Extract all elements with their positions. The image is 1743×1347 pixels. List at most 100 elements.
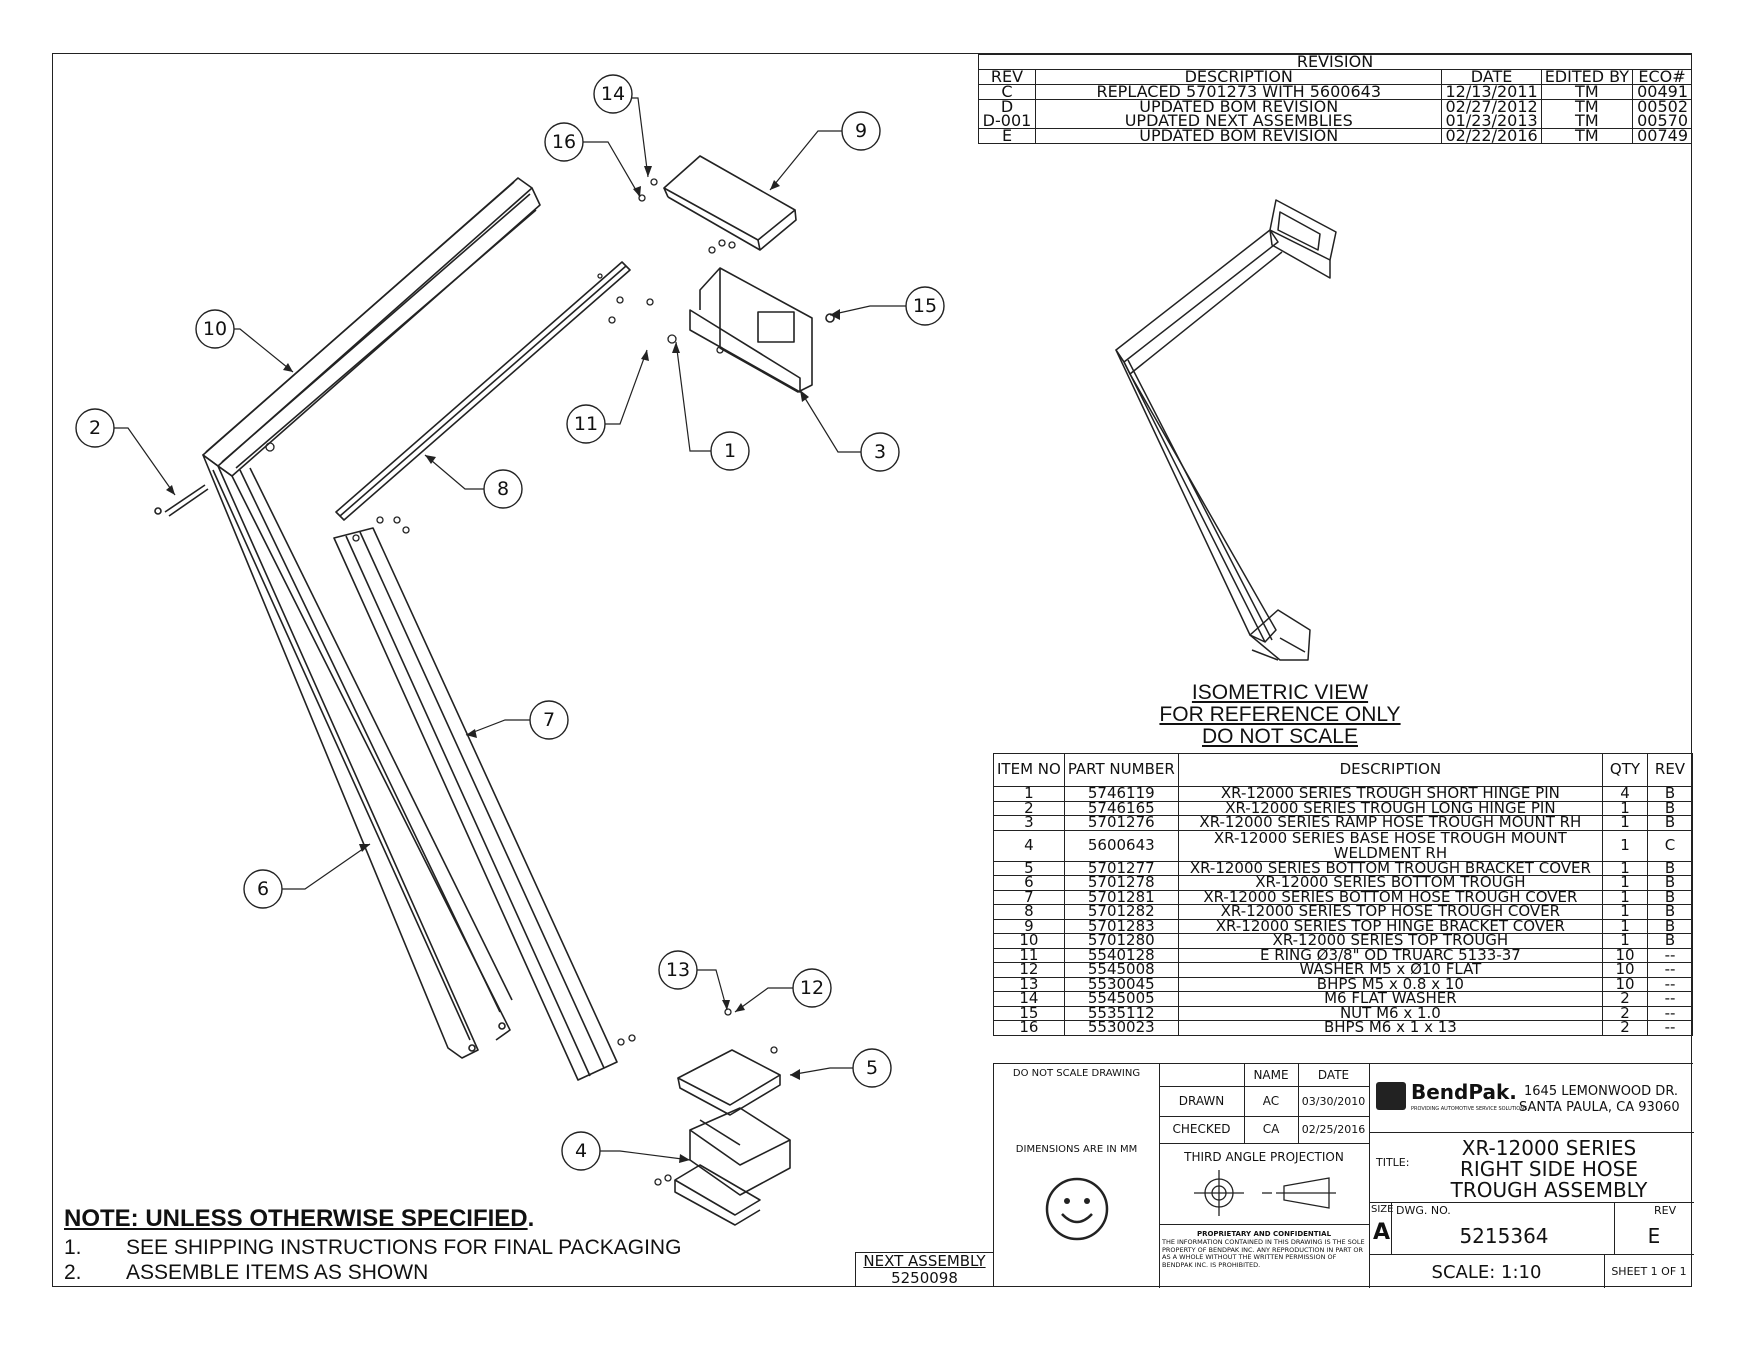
projection-label: THIRD ANGLE PROJECTION [1184,1150,1344,1164]
do-not-scale-label: DO NOT SCALE DRAWING [1012,1068,1141,1079]
bom-part-cell: 5701276 [1063,815,1179,831]
notes-title: NOTE: UNLESS OTHERWISE SPECIFIED. [64,1205,535,1232]
bill-of-materials-table: ITEM NO PART NUMBER DESCRIPTION QTY REV … [993,753,1693,1036]
description-col-header: DESCRIPTION [1177,753,1604,787]
balloon-11 [566,404,606,444]
note-item: 1.SEE SHIPPING INSTRUCTIONS FOR FINAL PA… [64,1236,682,1259]
balloon-14 [593,74,633,114]
bom-part-cell: 5530023 [1063,1020,1179,1036]
smiley-face-icon [1045,1177,1109,1241]
drawing-number: 5215364 [1459,1224,1549,1248]
part-base-mount [674,1107,791,1226]
balloon-5 [852,1048,892,1088]
balloon-3 [860,432,900,472]
part-bottom-bracket-cover [677,1049,781,1116]
part-top-hinge-cover [663,155,797,251]
bom-qty-cell: 10 [1602,962,1648,978]
revision-header-row: REV DESCRIPTION DATE EDITED BY ECO# [978,69,1692,85]
bom-qty-cell: 2 [1602,1020,1648,1036]
balloon-14-label: 14 [601,83,625,105]
drawing-title-line-2: RIGHT SIDE HOSE [1459,1157,1638,1181]
bom-rev-cell: -- [1647,1020,1693,1036]
rev-label: REV [1654,1204,1677,1217]
scale-label: SCALE: 1:10 [1431,1262,1542,1283]
bom-rev-cell: C [1647,829,1693,862]
bendpak-tagline: PROVIDING AUTOMOTIVE SERVICE SOLUTIONS [1411,1106,1528,1112]
part-bottom-cover [333,527,618,1081]
balloon-1 [710,431,750,471]
balloon-1-label: 1 [724,440,736,462]
sheet-label: SHEET 1 OF 1 [1611,1265,1687,1278]
bom-header-row: ITEM NO PART NUMBER DESCRIPTION QTY REV [993,753,1693,787]
balloon-10-label: 10 [203,318,227,340]
bom-desc-cell: E RING Ø3/8" OD TRUARC 5133-37 [1177,947,1604,963]
company-address-line-2: SANTA PAULA, CA 93060 [1519,1100,1680,1115]
balloon-12 [792,968,832,1008]
drawing-revision: E [1647,1224,1661,1248]
date-col-header: DATE [1441,69,1542,85]
title-block: DO NOT SCALE DRAWING NAME DATE DRAWN AC … [993,1063,1694,1288]
part-long-hinge-pin [154,484,209,517]
bom-item-cell: 4 [993,829,1065,862]
exploded-view-drawing: 1 2 3 4 5 6 7 8 9 10 11 12 13 14 15 16 [75,74,945,1226]
bom-desc-cell: XR-12000 SERIES TROUGH LONG HINGE PIN [1177,800,1604,816]
eco-cell: 00749 [1632,128,1692,144]
balloon-16-label: 16 [552,131,576,153]
balloon-6 [243,869,283,909]
sheet-size: A [1373,1220,1391,1245]
proprietary-title: PROPRIETARY AND CONFIDENTIAL [1196,1230,1332,1238]
balloon-8-label: 8 [497,478,509,500]
balloon-16 [544,122,584,162]
part-ramp-mount [689,267,835,393]
drawing-title: XR-12000 SERIES RIGHT SIDE HOSE TROUGH A… [1404,1138,1694,1201]
iso-caption-line-1: ISOMETRIC VIEW [1191,681,1369,704]
balloon-13-label: 13 [666,959,690,981]
part-top-cover [335,261,631,521]
iso-caption-line-2: FOR REFERENCE ONLY [1159,703,1401,726]
next-assembly-box: NEXT ASSEMBLY 5250098 [855,1252,994,1287]
bendpak-logo: BendPak. PROVIDING AUTOMOTIVE SERVICE SO… [1376,1078,1527,1120]
item-no-col-header: ITEM NO [993,753,1065,787]
balloon-5-label: 5 [866,1057,878,1079]
balloon-15-label: 15 [913,295,937,317]
balloon-2-label: 2 [89,417,101,439]
edited-by-cell: TM [1540,128,1634,144]
eco-col-header: ECO# [1632,69,1692,85]
bom-desc-cell: XR-12000 SERIES TOP HINGE BRACKET COVER [1177,918,1604,934]
company-address-line-1: 1645 LEMONWOOD DR. [1524,1084,1679,1099]
balloon-4 [561,1131,601,1171]
next-assembly-number: 5250098 [855,1269,994,1287]
balloon-10 [195,309,235,349]
next-assembly-label: NEXT ASSEMBLY [855,1252,994,1269]
drawing-sheet [52,53,1692,1287]
balloon-9 [841,111,881,151]
bom-desc-cell: XR-12000 SERIES BOTTOM TROUGH [1177,875,1604,891]
bom-desc-cell: XR-12000 SERIES BOTTOM TROUGH BRACKET CO… [1177,860,1604,876]
checked-name: CA [1262,1122,1280,1136]
title-label: TITLE: [1376,1156,1410,1169]
bom-part-cell: 5540128 [1063,947,1179,963]
revision-table: REVISION REV DESCRIPTION DATE EDITED BY … [978,54,1692,144]
bom-part-cell: 5701281 [1063,889,1179,905]
bom-desc-cell: XR-12000 SERIES TROUGH SHORT HINGE PIN [1177,786,1604,802]
bom-desc-cell: XR-12000 SERIES TOP HOSE TROUGH COVER [1177,904,1604,920]
revision-title: REVISION [978,54,1692,70]
rev-cell: E [978,128,1036,144]
date-cell: 02/22/2016 [1441,128,1542,144]
balloon-6-label: 6 [257,878,269,900]
name-header: NAME [1253,1068,1289,1082]
note-item: 2.ASSEMBLE ITEMS AS SHOWN [64,1261,429,1284]
balloon-13 [658,950,698,990]
part-bottom-trough [202,454,513,1059]
